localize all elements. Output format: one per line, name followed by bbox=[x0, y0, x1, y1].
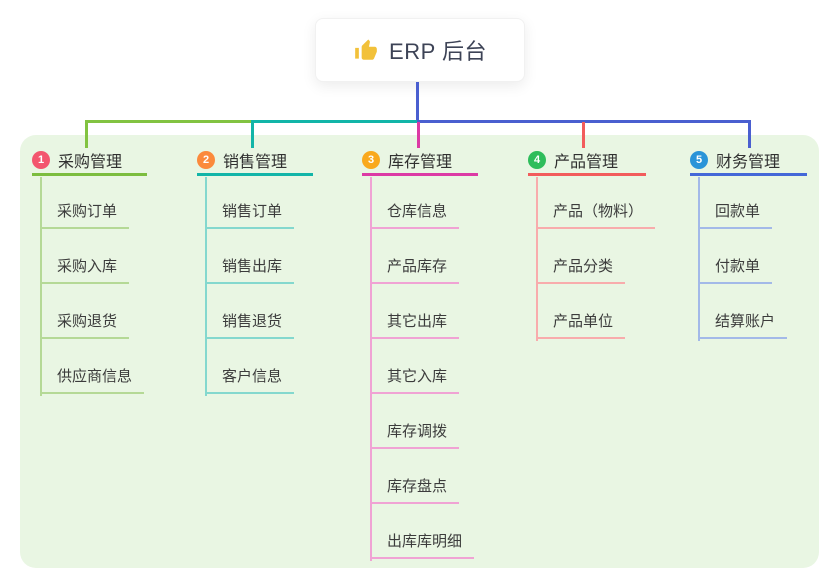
branch-badge: 1 bbox=[32, 150, 50, 169]
child-node[interactable]: 库存调拨 bbox=[370, 422, 460, 449]
root-title: ERP 后台 bbox=[389, 39, 487, 64]
child-node-label: 付款单 bbox=[698, 257, 773, 284]
child-node[interactable]: 出库库明细 bbox=[370, 532, 475, 559]
child-node[interactable]: 销售出库 bbox=[205, 257, 295, 284]
branch-drop-line bbox=[582, 122, 585, 148]
branches-panel bbox=[20, 135, 819, 568]
child-node-label: 库存盘点 bbox=[370, 477, 460, 504]
connector-bus-segment bbox=[417, 120, 751, 123]
child-node-label: 其它出库 bbox=[370, 312, 460, 339]
child-node-label: 结算账户 bbox=[698, 312, 788, 339]
branch-header[interactable]: 4 产品管理 bbox=[528, 146, 646, 176]
child-node[interactable]: 库存盘点 bbox=[370, 477, 460, 504]
branch-label: 销售管理 bbox=[223, 153, 288, 171]
child-node-label: 销售退货 bbox=[205, 312, 295, 339]
child-node[interactable]: 供应商信息 bbox=[40, 367, 145, 394]
child-node-label: 采购退货 bbox=[40, 312, 130, 339]
child-node-label: 产品单位 bbox=[536, 312, 626, 339]
child-node[interactable]: 仓库信息 bbox=[370, 202, 460, 229]
branch-badge: 4 bbox=[528, 150, 546, 169]
child-node-label: 出库库明细 bbox=[370, 532, 475, 559]
branch-spine bbox=[536, 177, 538, 341]
child-node[interactable]: 销售订单 bbox=[205, 202, 295, 229]
branch-label: 采购管理 bbox=[58, 153, 123, 171]
child-node-label: 其它入库 bbox=[370, 367, 460, 394]
child-node[interactable]: 其它入库 bbox=[370, 367, 460, 394]
branch-badge: 3 bbox=[362, 150, 380, 169]
child-node[interactable]: 付款单 bbox=[698, 257, 773, 284]
child-node[interactable]: 产品分类 bbox=[536, 257, 626, 284]
branch-drop-line bbox=[417, 122, 420, 148]
child-node-label: 客户信息 bbox=[205, 367, 295, 394]
child-node[interactable]: 产品库存 bbox=[370, 257, 460, 284]
root-node[interactable]: ERP 后台 bbox=[315, 18, 525, 82]
branch-label: 产品管理 bbox=[554, 153, 619, 171]
child-node-label: 产品（物料） bbox=[536, 202, 656, 229]
child-node-label: 产品库存 bbox=[370, 257, 460, 284]
child-node[interactable]: 采购订单 bbox=[40, 202, 130, 229]
branch-drop-line bbox=[748, 122, 751, 148]
branch-header[interactable]: 1 采购管理 bbox=[32, 146, 147, 176]
connector-bus-segment bbox=[85, 120, 254, 123]
branch-header[interactable]: 2 销售管理 bbox=[197, 146, 313, 176]
child-node-label: 供应商信息 bbox=[40, 367, 145, 394]
child-node-label: 采购入库 bbox=[40, 257, 130, 284]
child-node[interactable]: 采购入库 bbox=[40, 257, 130, 284]
child-node-label: 销售出库 bbox=[205, 257, 295, 284]
branch-spine bbox=[370, 177, 372, 561]
child-node[interactable]: 销售退货 bbox=[205, 312, 295, 339]
branch-label: 财务管理 bbox=[716, 153, 781, 171]
child-node[interactable]: 其它出库 bbox=[370, 312, 460, 339]
connector-bus-segment bbox=[251, 120, 420, 123]
branch-label: 库存管理 bbox=[388, 153, 453, 171]
child-node[interactable]: 回款单 bbox=[698, 202, 773, 229]
child-node[interactable]: 客户信息 bbox=[205, 367, 295, 394]
branch-spine bbox=[40, 177, 42, 396]
root-connector-line bbox=[416, 82, 419, 123]
branch-spine bbox=[205, 177, 207, 396]
child-node[interactable]: 产品单位 bbox=[536, 312, 626, 339]
child-node[interactable]: 产品（物料） bbox=[536, 202, 656, 229]
branch-header[interactable]: 3 库存管理 bbox=[362, 146, 478, 176]
child-node[interactable]: 采购退货 bbox=[40, 312, 130, 339]
branch-header[interactable]: 5 财务管理 bbox=[690, 146, 807, 176]
child-node[interactable]: 结算账户 bbox=[698, 312, 788, 339]
child-node-label: 采购订单 bbox=[40, 202, 130, 229]
branch-badge: 2 bbox=[197, 150, 215, 169]
thumbs-up-icon bbox=[353, 37, 379, 63]
child-node-label: 产品分类 bbox=[536, 257, 626, 284]
child-node-label: 回款单 bbox=[698, 202, 773, 229]
branch-spine bbox=[698, 177, 700, 341]
child-node-label: 库存调拨 bbox=[370, 422, 460, 449]
branch-drop-line bbox=[85, 122, 88, 148]
child-node-label: 销售订单 bbox=[205, 202, 295, 229]
child-node-label: 仓库信息 bbox=[370, 202, 460, 229]
branch-badge: 5 bbox=[690, 150, 708, 169]
branch-drop-line bbox=[251, 122, 254, 148]
